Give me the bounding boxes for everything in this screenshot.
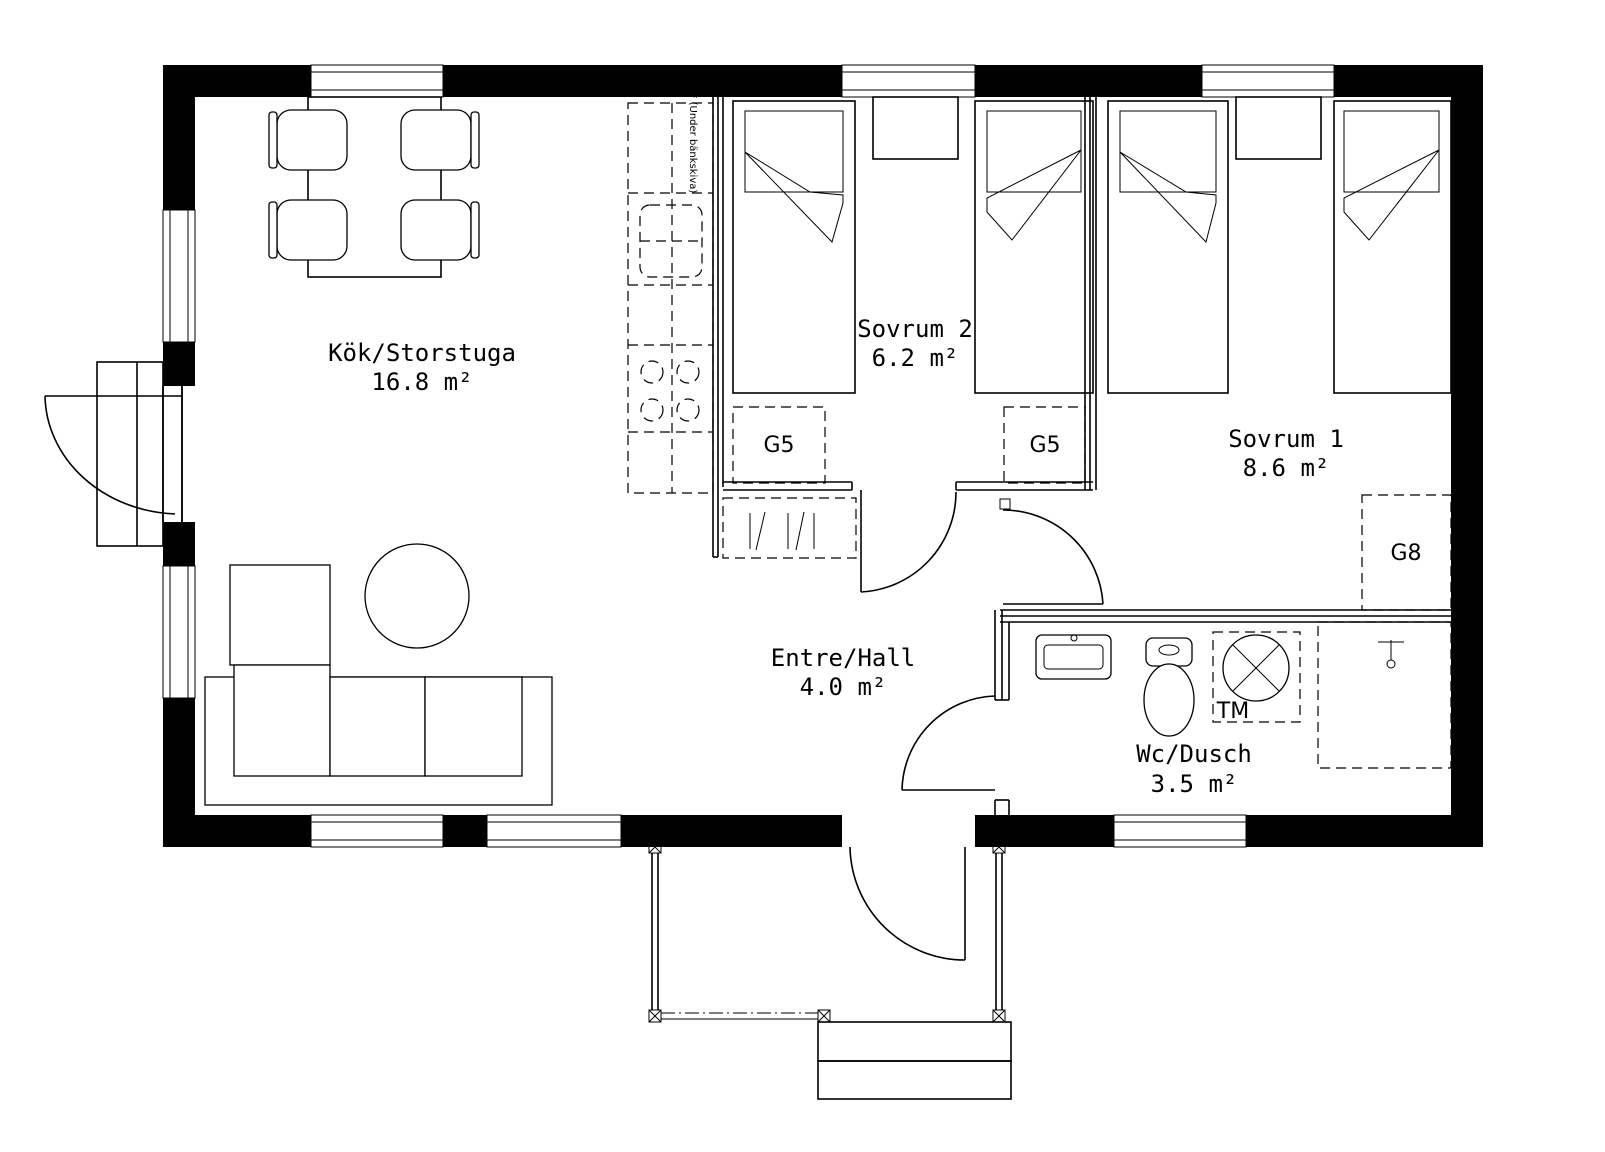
side-door: [44, 361, 183, 547]
bedroom2-furniture: G5 G5: [722, 96, 1094, 559]
bedroom1-furniture: G8: [1107, 96, 1452, 611]
closet-g5-left-label: G5: [763, 433, 794, 458]
kitchen-name: Kök/Storstuga: [328, 339, 516, 367]
room-labels: Kök/Storstuga 16.8 m² Sovrum 2 6.2 m² So…: [328, 315, 1344, 798]
washing-machine-label: TM: [1216, 699, 1249, 724]
closet-g5-right-label: G5: [1029, 433, 1060, 458]
bath-area: 3.5 m²: [1151, 770, 1238, 798]
hall-name: Entre/Hall: [771, 644, 916, 672]
hall-area: 4.0 m²: [800, 673, 887, 701]
bedroom1-area: 8.6 m²: [1243, 454, 1330, 482]
dining-set: [268, 96, 480, 278]
bath-fixtures: TM: [1035, 621, 1452, 769]
kitchen-counter: K/F (Under bänkskiva): [627, 83, 714, 494]
bath-name: Wc/Dusch: [1136, 740, 1252, 768]
windows: [162, 64, 1335, 848]
interior-walls: [712, 97, 1451, 815]
sofa-set: [204, 543, 553, 806]
closet-g8-label: G8: [1390, 541, 1421, 566]
fridge-freezer-note: K/F (Under bänkskiva): [687, 83, 698, 194]
interior-doors: [849, 490, 1104, 961]
exterior-walls: [163, 65, 1483, 847]
kitchen-area: 16.8 m²: [371, 368, 472, 396]
bedroom1-name: Sovrum 1: [1228, 425, 1344, 453]
bedroom2-name: Sovrum 2: [857, 315, 973, 343]
porch: [648, 840, 1012, 1100]
bedroom2-area: 6.2 m²: [872, 344, 959, 372]
